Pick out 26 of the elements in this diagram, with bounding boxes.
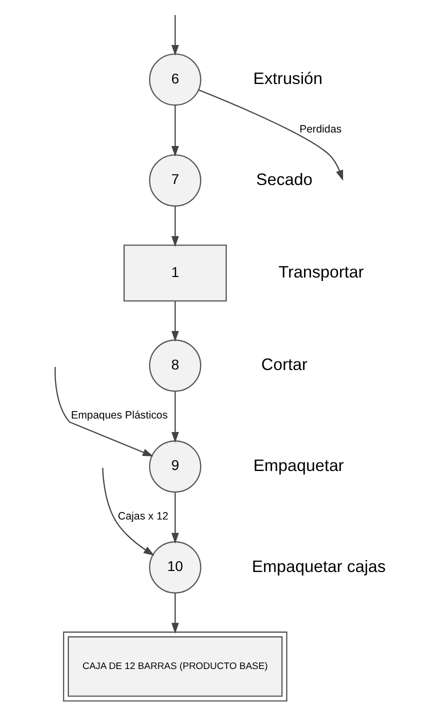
arrow: [54, 366, 154, 456]
arrow: [171, 492, 179, 544]
arrow: [171, 592, 179, 634]
edge-label: Empaques Plásticos: [71, 409, 168, 422]
node-circle: 9: [149, 440, 202, 492]
arrow: [171, 206, 179, 246]
node-circle: 8: [149, 339, 202, 392]
node-label: Secado: [256, 169, 313, 188]
node-circle: 7: [149, 154, 202, 206]
node-label: Cortar: [261, 354, 308, 374]
node-circle: 10: [149, 540, 202, 594]
node-box: CAJA DE 12 BARRAS (PRODUCTO BASE): [63, 631, 288, 702]
arrow: [198, 88, 344, 180]
arrow: [171, 14, 179, 56]
node-label: Empaquetar: [253, 455, 344, 474]
node-box: 1: [124, 244, 227, 302]
node-label: Transportar: [278, 262, 364, 281]
edge-label: Perdidas: [300, 123, 342, 136]
node-label: Empaquetar cajas: [252, 556, 386, 576]
arrow: [102, 467, 154, 556]
node-label: Extrusión: [253, 68, 323, 88]
arrow: [171, 104, 179, 156]
node-circle: 6: [149, 52, 202, 106]
edge-label: Cajas x 12: [118, 510, 168, 522]
arrow: [171, 300, 179, 342]
arrow: [171, 390, 179, 442]
